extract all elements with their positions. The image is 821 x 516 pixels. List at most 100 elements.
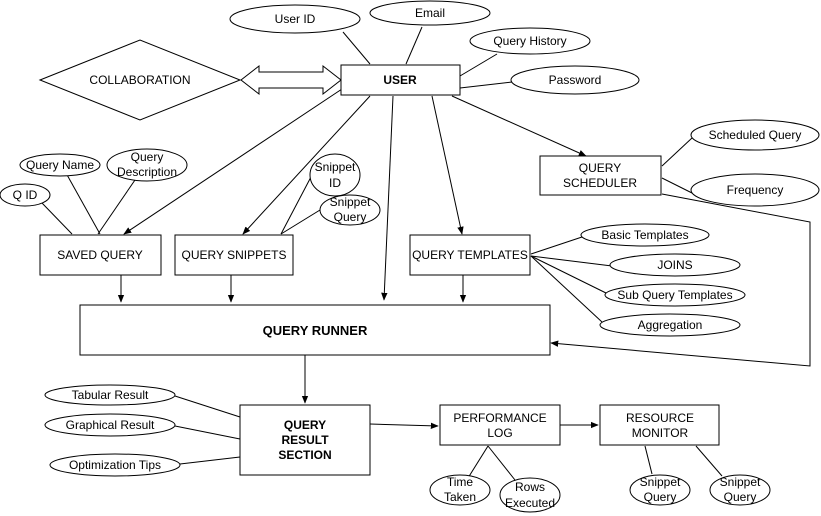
svg-text:Tabular Result: Tabular Result [72,388,149,402]
link-snippet-query-3 [695,445,723,477]
attribute-snippet-id: Snippet ID [309,153,361,197]
link-query-description [97,179,136,235]
svg-text:Email: Email [415,6,445,20]
svg-text:Description: Description [117,165,177,179]
arrow-user-scheduler [451,95,587,157]
svg-text:Query History: Query History [493,34,566,48]
attribute-joins: JOINS [609,253,741,277]
entity-query-snippets: QUERY SNIPPETS [174,234,294,276]
arrow-result-performance [369,422,439,429]
entity-query-templates: QUERY TEMPLATES [409,234,531,276]
link-aggregation [530,255,603,323]
svg-text:Scheduled Query: Scheduled Query [709,128,802,142]
resource-monitor-label-1: RESOURCE [626,411,694,425]
query-scheduler-label-2: SCHEDULER [563,176,637,190]
link-sub-query-templates [530,255,607,294]
svg-text:Query: Query [334,210,367,224]
entity-user: USER [340,64,461,96]
attribute-snippet-query-1: Snippet Query [319,194,381,226]
entity-performance-log: PERFORMANCE LOG [439,404,561,446]
link-tabular-result [174,395,241,418]
connectors [41,26,811,481]
link-query-history [459,53,498,77]
svg-text:Query: Query [131,150,164,164]
query-snippets-label: QUERY SNIPPETS [182,248,287,262]
link-query-name [65,172,101,235]
entity-resource-monitor: RESOURCE MONITOR [599,404,720,446]
attribute-scheduled-query: Scheduled Query [690,119,820,151]
attribute-sub-query-templates: Sub Query Templates [604,283,746,307]
svg-text:Basic Templates: Basic Templates [601,228,688,242]
result-label-2: RESULT [281,433,329,447]
query-scheduler-label-1: QUERY [579,161,621,175]
link-optimization-tips [179,456,241,465]
result-label-3: SECTION [278,448,331,462]
collaboration-label: COLLABORATION [89,73,190,87]
attribute-optimization-tips: Optimization Tips [49,453,181,477]
svg-text:Q ID: Q ID [13,188,38,202]
link-frequency [661,177,693,194]
collaboration-relationship: COLLABORATION [38,39,342,121]
performance-log-label-1: PERFORMANCE [453,411,546,425]
arrow-user-query-snippets [242,95,371,235]
performance-log-label-2: LOG [487,426,512,440]
arrow-scheduler-runner [550,193,811,367]
svg-text:Rows: Rows [515,480,545,494]
svg-text:Snippet: Snippet [640,475,681,489]
svg-text:Query: Query [644,490,677,504]
attribute-time-taken: Time Taken [429,474,491,506]
svg-text:Password: Password [549,73,602,87]
svg-text:Aggregation: Aggregation [638,318,703,332]
query-runner-label: QUERY RUNNER [263,323,368,338]
attribute-rows-executed: Rows Executed [499,477,561,513]
svg-text:Sub Query Templates: Sub Query Templates [617,288,732,302]
attribute-snippet-query-2: Snippet Query [629,474,691,506]
attribute-query-history: Query History [469,27,591,55]
link-snippet-id [280,174,313,235]
entity-query-result-section: QUERY RESULT SECTION [239,404,371,476]
attribute-aggregation: Aggregation [599,313,741,337]
attribute-graphical-result: Graphical Result [44,413,176,437]
entity-query-runner: QUERY RUNNER [79,304,551,356]
svg-text:JOINS: JOINS [657,258,692,272]
svg-text:Optimization Tips: Optimization Tips [69,458,161,472]
link-email [405,26,423,65]
query-templates-label: QUERY TEMPLATES [412,248,528,262]
link-snippet-query-1 [280,209,321,235]
attribute-user-id: User ID [229,4,361,34]
svg-text:Snippet: Snippet [330,195,371,209]
resource-monitor-label-2: MONITOR [632,426,689,440]
arrow-user-query-runner [381,95,394,301]
svg-text:Query Name: Query Name [26,158,94,172]
attribute-q-id: Q ID [0,183,51,207]
svg-text:User ID: User ID [275,12,316,26]
attribute-tabular-result: Tabular Result [44,384,176,406]
entity-saved-query: SAVED QUERY [39,234,162,276]
attribute-password: Password [510,65,640,95]
link-time-taken [467,445,489,479]
link-joins [530,255,613,267]
svg-text:Graphical Result: Graphical Result [66,418,155,432]
double-arrow-collaboration-user [240,64,342,96]
svg-text:Frequency: Frequency [727,183,784,197]
user-label: USER [383,73,417,87]
attribute-basic-templates: Basic Templates [580,223,710,247]
link-graphical-result [174,425,241,440]
svg-text:ID: ID [329,176,341,190]
attribute-snippet-query-3: Snippet Query [709,474,771,506]
svg-text:Snippet: Snippet [720,475,761,489]
link-rows-executed [487,445,516,481]
svg-text:Snippet: Snippet [315,160,356,174]
link-password [459,81,513,89]
result-label-1: QUERY [284,418,326,432]
entity-query-scheduler: QUERY SCHEDULER [539,155,662,196]
svg-text:Executed: Executed [505,496,555,510]
svg-text:Taken: Taken [444,490,476,504]
attribute-query-name: Query Name [19,153,101,177]
saved-query-label: SAVED QUERY [57,248,143,262]
link-basic-templates [530,236,583,255]
svg-text:Time: Time [447,475,474,489]
svg-text:Query: Query [724,490,757,504]
link-q-id [41,202,73,235]
